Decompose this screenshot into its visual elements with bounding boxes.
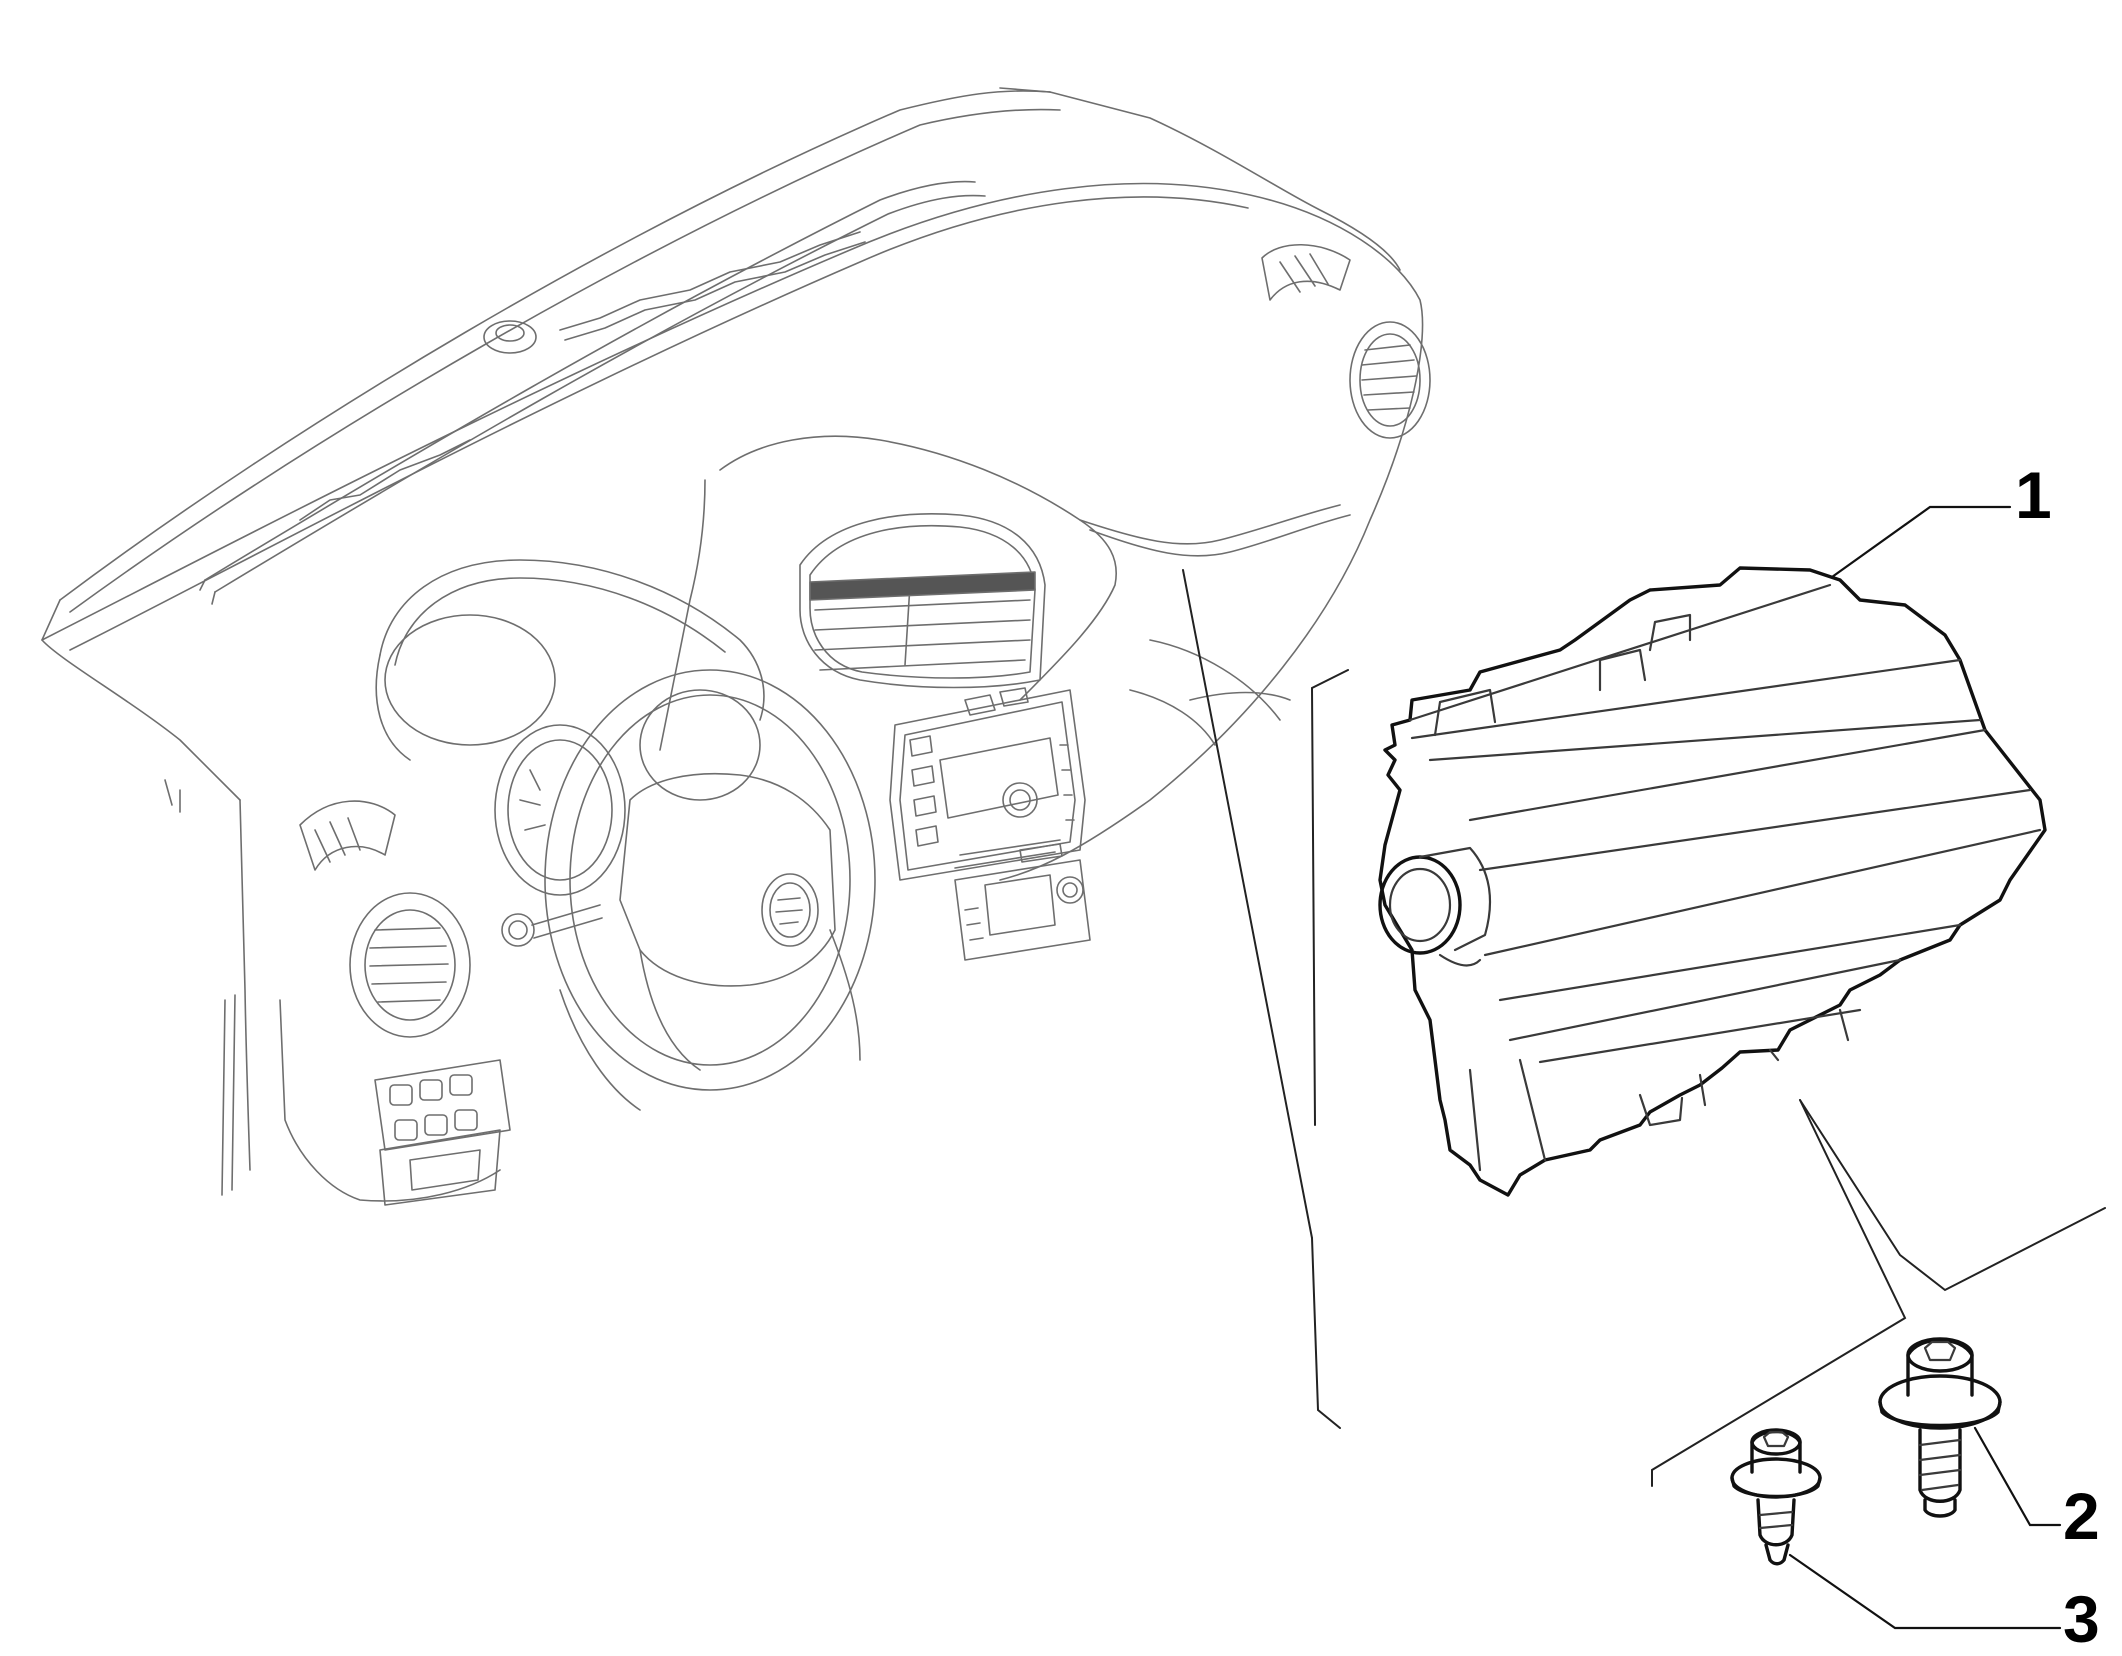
callout-2: 2 xyxy=(2063,1479,2100,1553)
callout-1: 1 xyxy=(2015,458,2052,532)
short-screw-icon xyxy=(1730,1428,1822,1566)
passenger-airbag-module-icon xyxy=(1378,566,2047,1197)
leader-lines xyxy=(1182,505,2106,1630)
dashboard-icon xyxy=(41,87,1431,1206)
callout-3: 3 xyxy=(2063,1582,2100,1656)
flange-screw-icon xyxy=(1878,1337,2002,1518)
